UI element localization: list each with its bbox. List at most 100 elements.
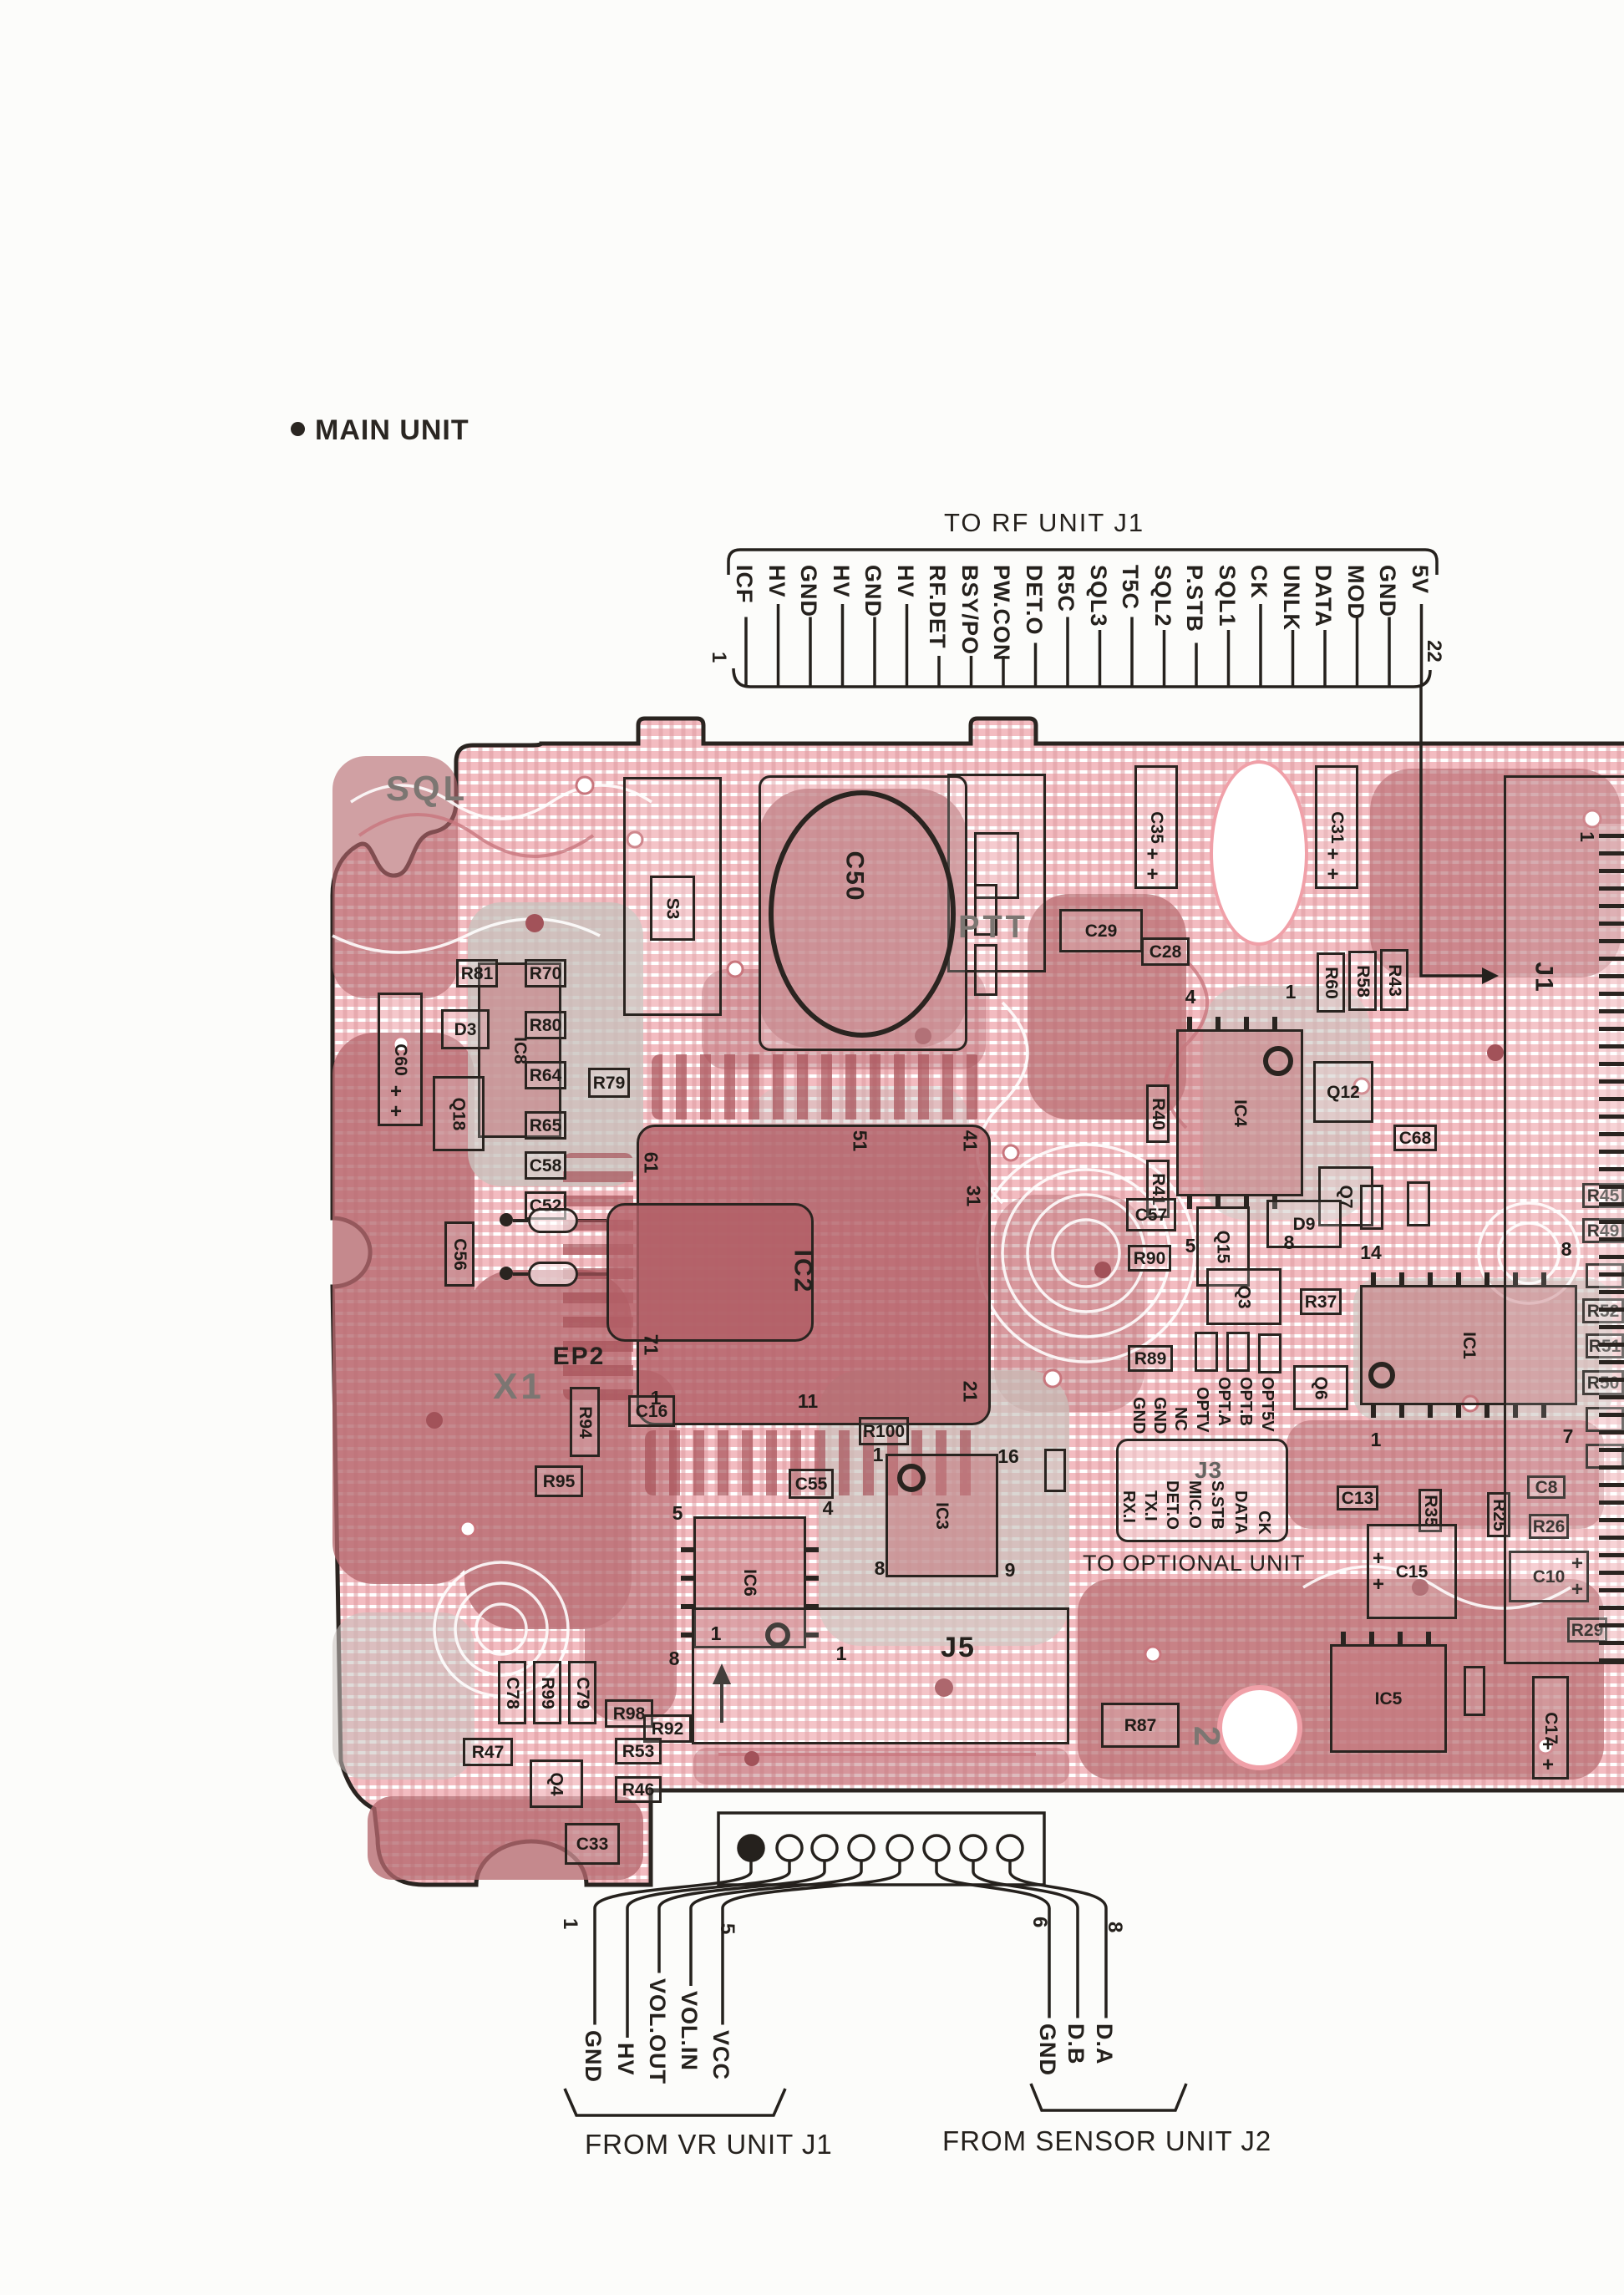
part-R40: R40 [1146, 1084, 1170, 1143]
part-label: R43 [1384, 963, 1404, 997]
part-label: R94 [575, 1405, 595, 1439]
pin-number: 14 [1360, 1241, 1382, 1263]
part-R65: R65 [525, 1111, 566, 1140]
part-C33: C33 [565, 1823, 620, 1865]
part-shape [947, 774, 1046, 972]
pin-number: 8 [1561, 1237, 1572, 1260]
part-label: IC1 [1459, 1331, 1479, 1359]
rf-connector-title: TO RF UNIT J1 [944, 508, 1145, 537]
part-R95: R95 [535, 1465, 583, 1497]
part-shape [692, 1607, 1069, 1744]
pin-number: 8 [1283, 1231, 1295, 1253]
part-D3: D3 [441, 1009, 490, 1049]
part-R99: R99 [533, 1661, 561, 1724]
part-R37: R37 [1300, 1288, 1342, 1315]
part-PTT: PTT [939, 906, 1048, 949]
part-label: D9 [1292, 1214, 1316, 1234]
part-label: J1 [1530, 962, 1558, 993]
rf-pin-label-5V: 5V [1407, 565, 1433, 595]
part-R94: R94 [570, 1387, 600, 1457]
part-S3: S3 [650, 876, 695, 941]
part-shape [500, 1267, 513, 1280]
part-J1: J1 [1529, 952, 1559, 1003]
part-IC2: IC2 [785, 1245, 819, 1298]
part-label: C16 [635, 1401, 668, 1421]
part-X1: X1 [481, 1363, 556, 1410]
rf-pin-label-MOD: MOD [1342, 565, 1368, 620]
part-shape [528, 1208, 578, 1233]
part-shape [974, 944, 997, 996]
part-label: R60 [1321, 966, 1341, 999]
part-C58: C58 [525, 1151, 566, 1180]
rf-pin-label-R5C: R5C [1053, 565, 1078, 613]
part-label: R46 [622, 1780, 655, 1800]
ic-pin-1: 1 [827, 1641, 855, 1666]
part-label: SQL [385, 769, 469, 808]
rf-pin-number-1: 1 [708, 652, 730, 663]
pin-number: 1 [835, 1642, 847, 1664]
part-label: R65 [529, 1115, 562, 1135]
part-shape [1195, 1332, 1218, 1372]
j3-bottom-pin-DET.O: DET.O [1163, 1480, 1181, 1530]
pin-number: 1 [1370, 1428, 1382, 1450]
rf-pin-label-ICF: ICF [732, 565, 757, 604]
part-shape [1044, 1449, 1066, 1492]
vr-pin-label-HV: HV [613, 2043, 638, 2076]
ic-pin-8: 8 [1552, 1236, 1581, 1262]
optional-unit-box [1116, 1439, 1288, 1542]
part-C50: C50 [837, 849, 872, 904]
part-shape [528, 1262, 578, 1287]
vr-pin-label-GND: GND [581, 2029, 606, 2083]
part-Q15: Q15 [1196, 1206, 1250, 1287]
5v-arrowhead [1482, 967, 1499, 984]
part-shape [769, 790, 956, 1038]
part-label: R53 [622, 1741, 655, 1761]
ic-pin-7: 7 [1554, 1424, 1582, 1449]
part-label: IC4 [1230, 1099, 1250, 1127]
sensor-pin-label-D.A: D.A [1092, 2023, 1117, 2065]
j3-top-pin-OPT.A-4: OPT.A [1215, 1377, 1233, 1426]
part-J5: J5 [929, 1629, 987, 1666]
rf-pin-label-HV: HV [828, 565, 854, 598]
part-label: C28 [1149, 942, 1182, 962]
vr-pin-label-VOL.IN: VOL.IN [677, 1991, 702, 2072]
ic-pin-8: 8 [865, 1556, 894, 1581]
rf-pin-number-22: 22 [1423, 640, 1445, 663]
part-label: Q6 [1311, 1375, 1331, 1400]
part-R25: R25 [1487, 1492, 1510, 1537]
j3-label: J3 [1195, 1457, 1223, 1483]
rf-pin-label-P.STB: P.STB [1182, 565, 1207, 633]
ic-pin-31: 31 [959, 1183, 987, 1208]
rf-pin-label-CK: CK [1246, 565, 1271, 599]
vr-pin-label-VOL.OUT: VOL.OUT [645, 1978, 670, 2084]
part-label: C58 [529, 1155, 562, 1175]
part-shape [1368, 1362, 1395, 1389]
sensor-pin-label-GND: GND [1035, 2023, 1060, 2076]
part-label: C68 [1398, 1128, 1432, 1148]
part-shape [1360, 1185, 1383, 1230]
part-label: R90 [1133, 1248, 1166, 1268]
part-C68: C68 [1393, 1125, 1437, 1151]
part-C15: C15 [1367, 1524, 1457, 1619]
rf-pin-label-HV: HV [764, 565, 789, 598]
part-label: Q18 [449, 1097, 469, 1130]
rf-pin-label-GND: GND [1375, 565, 1400, 617]
part-shape [500, 1213, 513, 1226]
part-R41: R41 [1146, 1160, 1170, 1218]
rf-pin-lines [744, 604, 1424, 687]
ic-pin-61: 61 [637, 1150, 665, 1175]
ic-pin-5: 5 [663, 1500, 692, 1526]
part-R64: R64 [525, 1061, 566, 1089]
part-label: R87 [1124, 1715, 1157, 1735]
part-R89: R89 [1128, 1345, 1173, 1372]
part-C17: C17 [1532, 1676, 1569, 1780]
rf-pin-label-UNLK: UNLK [1278, 565, 1304, 631]
rf-pin-label-HV: HV [892, 565, 918, 598]
part-R81: R81 [456, 959, 498, 988]
part-R79: R79 [588, 1068, 630, 1098]
part-R46: R46 [615, 1776, 662, 1803]
part-C57: C57 [1126, 1198, 1176, 1231]
sensor-pin-label-D.B: D.B [1063, 2023, 1089, 2065]
part-label: R29 [1571, 1620, 1604, 1640]
